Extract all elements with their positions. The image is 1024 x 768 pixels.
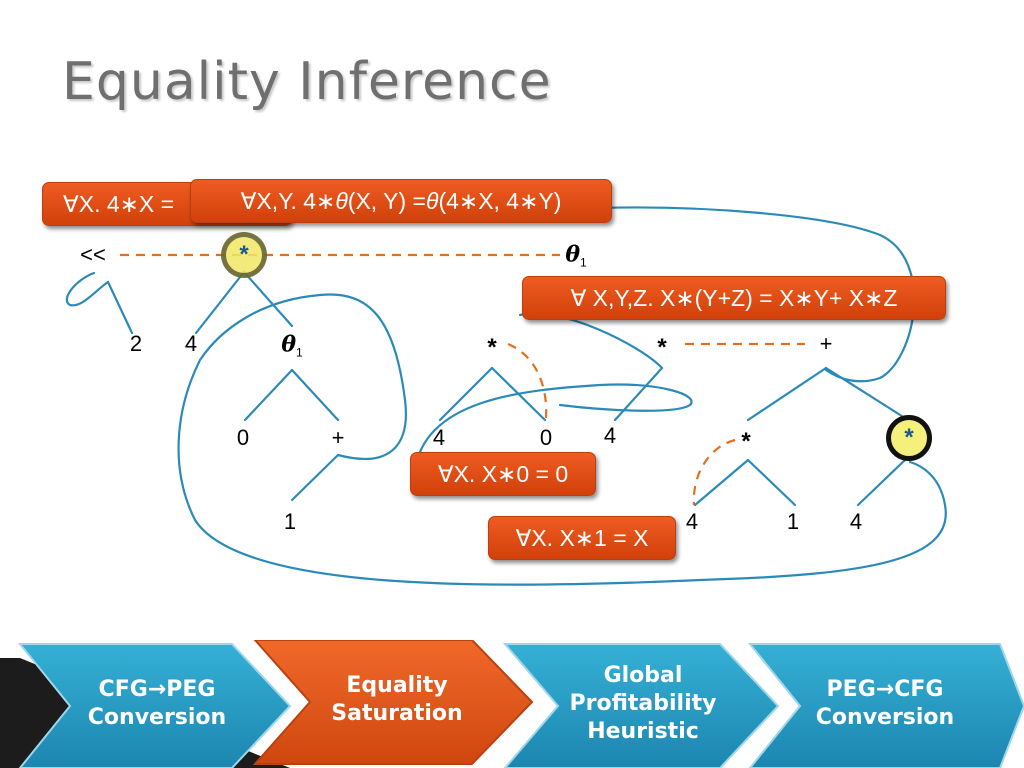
pipeline-step-equality-saturation: Equality Saturation xyxy=(331,673,463,726)
mult-node-low: * xyxy=(741,428,751,455)
edge-low-one xyxy=(746,458,797,507)
edge-circle-four xyxy=(856,458,907,507)
const-node-0b: 0 xyxy=(539,425,553,450)
edge-plus-circle xyxy=(824,366,907,420)
rule-box-mult-one: ∀X. X∗1 = X xyxy=(488,516,676,560)
theta-node-mid: θ1 xyxy=(281,331,303,360)
pipeline-step-global-profitability: Global Profitability Heuristic xyxy=(569,663,717,744)
edge-loop-four xyxy=(413,383,693,472)
const-node-4e: 4 xyxy=(849,509,863,534)
pipeline-step-cfg-to-peg: CFG→PEG Conversion xyxy=(87,677,227,730)
const-node-2: 2 xyxy=(129,331,143,356)
plus-node-a: + xyxy=(331,425,345,450)
const-node-4a: 4 xyxy=(184,331,198,356)
mult-node-right: * xyxy=(657,334,667,361)
edge-theta-plus xyxy=(290,368,340,422)
highlighted-mult-node-right: * xyxy=(886,415,932,461)
const-node-4b: 4 xyxy=(432,425,446,450)
equivalence-mid-zero xyxy=(507,342,548,419)
rule-box-distributive: ∀ X,Y,Z. X∗(Y+Z) = X∗Y+ X∗Z xyxy=(522,276,946,320)
theta-node-top: θ1 xyxy=(565,241,587,270)
pipeline-arrow-shape-1 xyxy=(17,643,292,768)
slide-title: Equality Inference xyxy=(62,52,552,112)
rule-box-theta: ∀X,Y. 4∗θ(X, Y) = θ(4∗X, 4∗Y) xyxy=(190,179,612,223)
edge-shift-two xyxy=(106,280,134,335)
pipeline-arrow-shape-2 xyxy=(252,640,534,765)
const-node-0a: 0 xyxy=(236,425,250,450)
edge-right-four xyxy=(613,366,664,422)
pipeline-arrow-shape-4 xyxy=(747,643,1024,768)
edge-right-rule xyxy=(518,312,664,370)
pipeline-step-peg-to-cfg: PEG→CFG Conversion xyxy=(815,677,955,730)
edge-star-theta xyxy=(242,270,294,328)
rule-box-mult-zero: ∀X. X∗0 = 0 xyxy=(410,452,596,496)
highlighted-mult-node-top: * xyxy=(221,232,267,278)
edge-top-loop xyxy=(598,206,916,383)
const-node-4c: 4 xyxy=(603,423,617,448)
edge-plus-star xyxy=(746,366,828,422)
const-node-1a: 1 xyxy=(283,509,297,534)
edge-star-four xyxy=(194,270,246,335)
edge-shift-left xyxy=(65,271,110,307)
edge-low-four xyxy=(693,458,750,507)
pipeline-arrows xyxy=(0,640,1024,768)
plus-node-b: + xyxy=(819,331,833,356)
edge-loop-plus xyxy=(177,293,947,586)
const-node-4d: 4 xyxy=(685,509,699,534)
mult-node-mid: * xyxy=(487,334,497,361)
edge-mid-four xyxy=(438,366,494,422)
const-node-1b: 1 xyxy=(786,509,800,534)
edge-theta-zero xyxy=(243,368,294,422)
pipeline-bar: CFG→PEG Conversion Equality Saturation G… xyxy=(0,640,1024,768)
edge-plus-one xyxy=(290,453,340,502)
equivalence-low-four xyxy=(692,438,736,506)
pipeline-arrow-shape-3 xyxy=(502,643,780,768)
shift-node: << xyxy=(80,242,106,267)
